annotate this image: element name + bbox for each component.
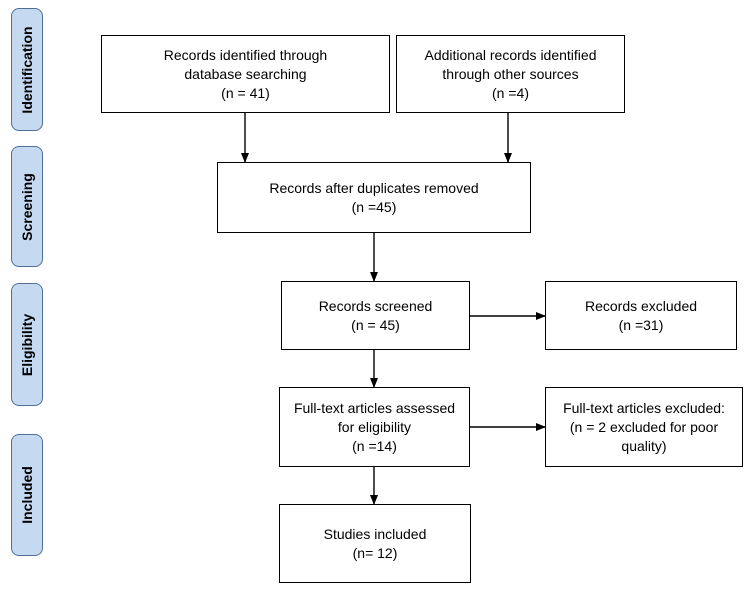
db-records-line2: database searching [184, 65, 307, 82]
box-database-records: Records identified through database sear… [101, 35, 390, 113]
box-fulltext-excluded: Full-text articles excluded: (n = 2 excl… [545, 387, 743, 467]
screened-count: (n = 45) [351, 316, 400, 333]
other-records-line1: Additional records identified [424, 46, 597, 63]
box-fulltext-assessed: Full-text articles assessed for eligibil… [279, 387, 470, 467]
excluded-line1: Records excluded [584, 297, 698, 314]
box-studies-included: Studies included (n= 12) [279, 504, 471, 583]
included-line1: Studies included [323, 525, 427, 542]
fulltext-excluded-line1: Full-text articles excluded: [563, 399, 725, 416]
phase-identification: Identification [11, 8, 43, 131]
fulltext-excluded-line3: quality) [621, 437, 667, 454]
fulltext-assessed-line1: Full-text articles assessed [293, 399, 456, 416]
fulltext-assessed-line2: for eligibility [337, 418, 412, 435]
phase-screening: Screening [11, 146, 43, 267]
box-after-duplicates: Records after duplicates removed (n =45) [217, 162, 531, 233]
db-records-count: (n = 41) [221, 84, 270, 101]
fulltext-excluded-line2: (n = 2 excluded for poor [569, 418, 719, 435]
excluded-count: (n =31) [618, 316, 664, 333]
phase-eligibility: Eligibility [11, 283, 43, 406]
box-records-excluded: Records excluded (n =31) [545, 281, 737, 350]
phase-included: Included [11, 434, 43, 556]
after-duplicates-count: (n =45) [351, 198, 397, 215]
box-other-records: Additional records identified through ot… [396, 35, 625, 113]
included-count: (n= 12) [352, 544, 398, 561]
after-duplicates-line1: Records after duplicates removed [269, 179, 479, 196]
fulltext-assessed-count: (n =14) [352, 437, 397, 454]
other-records-line2: through other sources [442, 65, 579, 82]
box-records-screened: Records screened (n = 45) [281, 281, 470, 350]
screened-line1: Records screened [318, 297, 433, 314]
other-records-count: (n =4) [492, 84, 529, 101]
db-records-line1: Records identified through [163, 46, 328, 63]
